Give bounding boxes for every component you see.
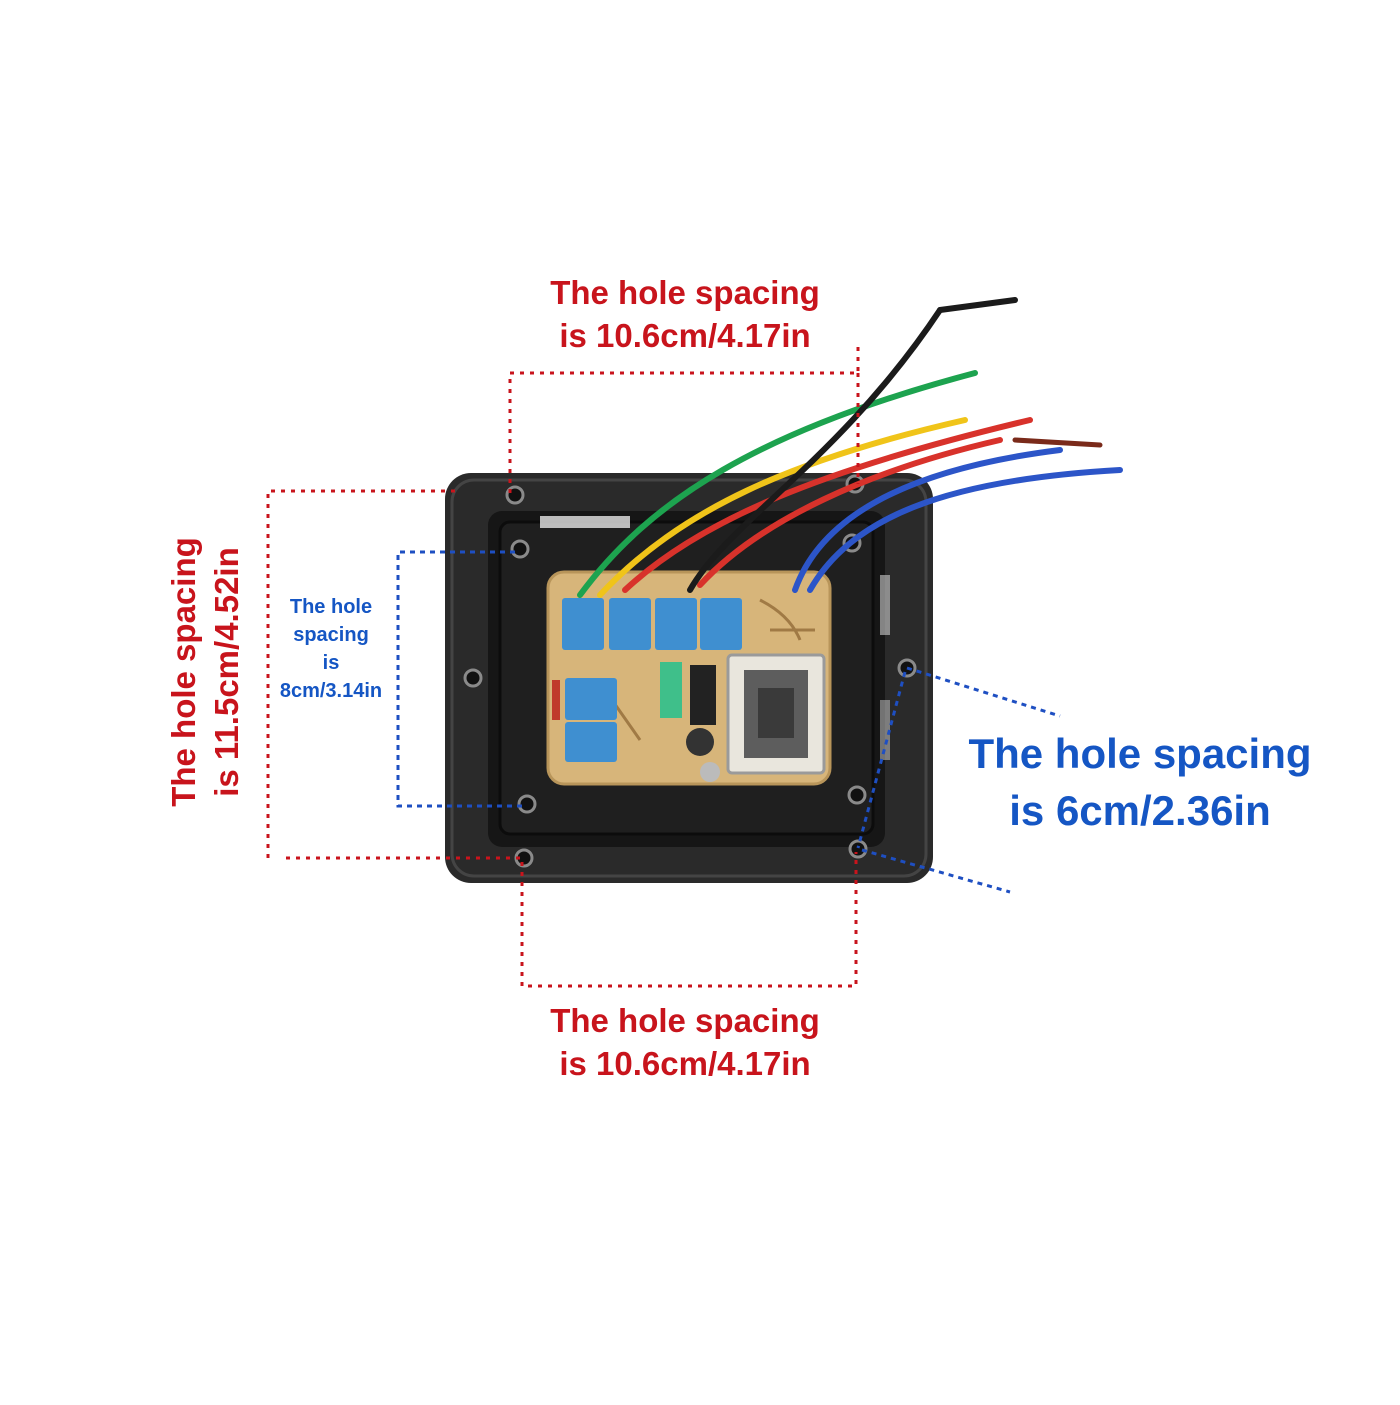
right-dimension-label: The hole spacing is 6cm/2.36in	[968, 730, 1312, 834]
mounting-holes	[463, 474, 917, 868]
relay	[655, 598, 697, 650]
relay	[609, 598, 651, 650]
inner-dimension-label: The hole spacing is 8cm/3.14in	[279, 596, 383, 702]
relay	[565, 722, 617, 762]
relay	[562, 598, 604, 650]
relay	[700, 598, 742, 650]
relay	[565, 678, 617, 720]
blue-dimension-lines	[396, 550, 1061, 894]
top-dimension-label: The hole spacing is 10.6cm/4.17in	[550, 274, 820, 354]
red-dimension-lines	[266, 345, 860, 988]
left-dimension-label: The hole spacing is 11.5cm/4.52in	[165, 537, 245, 807]
terminal-block	[660, 662, 682, 718]
wire-bundle	[577, 297, 1123, 598]
bottom-dimension-label: The hole spacing is 10.6cm/4.17in	[550, 1002, 820, 1082]
